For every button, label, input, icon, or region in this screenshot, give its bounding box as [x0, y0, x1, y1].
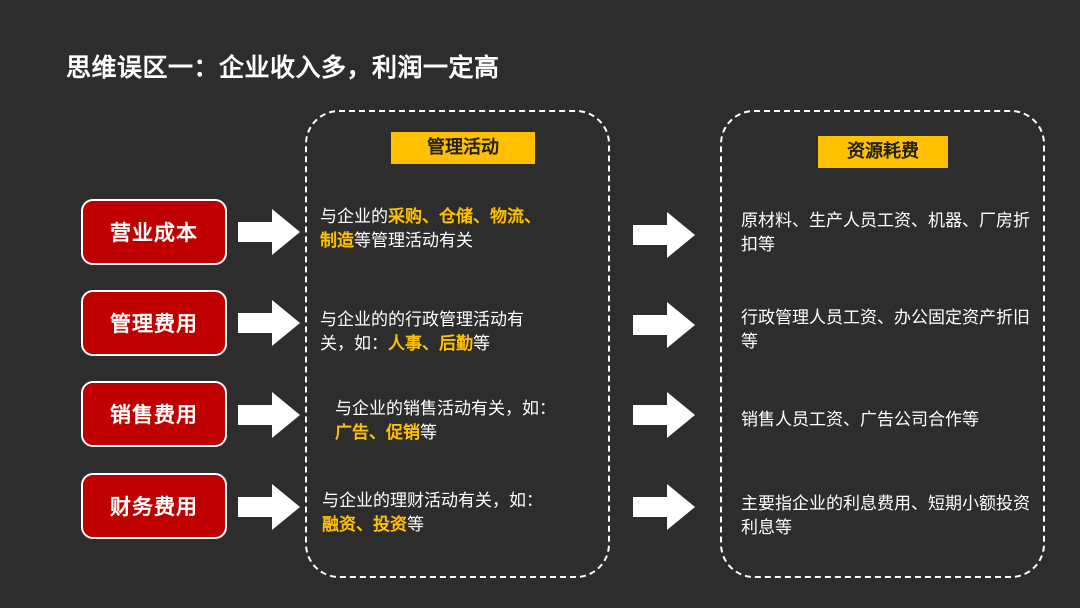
category-financial-expenses: 财务费用 [81, 473, 227, 539]
arrow-icon [633, 484, 695, 530]
activity-desc-3: 与企业的销售活动有关，如：广告、促销等 [335, 399, 556, 443]
category-admin-expenses: 管理费用 [81, 290, 227, 356]
activity-desc-2: 与企业的的行政管理活动有关，如：人事、后勤等 [320, 310, 524, 354]
category-selling-expenses: 销售费用 [81, 381, 227, 447]
resources-panel: 资源耗费 [720, 110, 1045, 578]
category-operating-cost: 营业成本 [81, 199, 227, 265]
resource-desc-1: 原材料、生产人员工资、机器、厂房折扣等 [741, 211, 1030, 255]
arrow-icon [238, 300, 300, 346]
arrow-icon [633, 302, 695, 348]
activities-panel: 管理活动 [305, 110, 610, 578]
page-title: 思维误区一：企业收入多，利润一定高 [66, 53, 500, 82]
activity-desc-1: 与企业的采购、仓储、物流、制造等管理活动有关 [320, 207, 541, 251]
activities-header: 管理活动 [391, 132, 535, 164]
arrow-icon [238, 209, 300, 255]
resources-header: 资源耗费 [818, 136, 948, 168]
arrow-icon [633, 212, 695, 258]
resource-desc-4: 主要指企业的利息费用、短期小额投资利息等 [741, 494, 1030, 538]
arrow-icon [633, 392, 695, 438]
activity-desc-4: 与企业的理财活动有关，如：融资、投资等 [322, 491, 543, 535]
resource-desc-2: 行政管理人员工资、办公固定资产折旧等 [741, 308, 1030, 352]
arrow-icon [238, 484, 300, 530]
arrow-icon [238, 392, 300, 438]
resource-desc-3: 销售人员工资、广告公司合作等 [741, 410, 979, 430]
